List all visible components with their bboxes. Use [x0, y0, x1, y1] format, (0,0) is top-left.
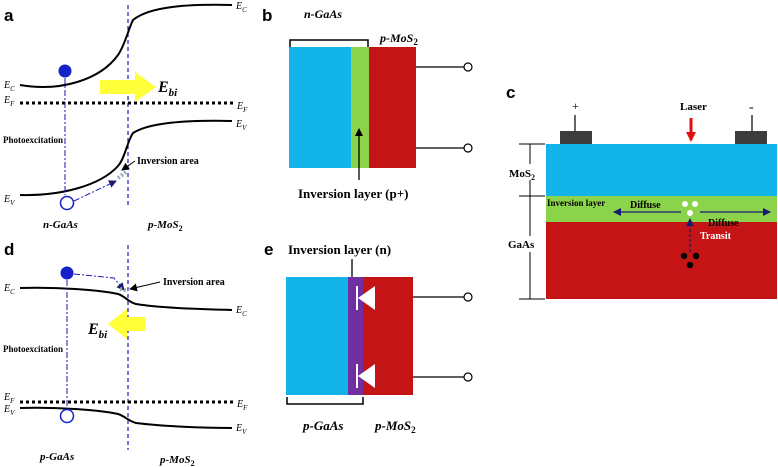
laser-label-c: Laser: [680, 101, 707, 113]
inversion-area-mark: [119, 287, 129, 293]
gaas-block-b: [289, 47, 351, 168]
electron-dot: [680, 252, 688, 260]
inversion-layer-label-c: Inversion layer: [547, 198, 605, 208]
ec-label-left-a: EC: [3, 80, 15, 93]
electrode-pad-right: [735, 131, 767, 144]
panel-a: a Ebi EC EF EV EC EF EV Photoexcitation …: [3, 1, 248, 233]
ev-label-left-a: EV: [3, 194, 15, 207]
conduction-band: [19, 3, 233, 88]
p-gaas-bracket-e: [286, 397, 364, 405]
diffuse-left-label: Diffuse: [630, 200, 661, 211]
right-material-d: p-MoS2: [159, 454, 195, 467]
hole-dot: [682, 201, 688, 207]
inversion-area-mark: [116, 170, 128, 180]
panel-b: b n-GaAs p-MoS2 Inversion layer (p+): [262, 6, 473, 201]
diffuse-right-label: Diffuse: [708, 218, 739, 229]
conduction-band: [19, 286, 233, 311]
arrow-right-icon: [100, 72, 156, 102]
left-material-a: n-GaAs: [43, 219, 78, 231]
p-gaas-label-e: p-GaAs: [302, 418, 343, 433]
plus-label-c: +: [572, 99, 579, 113]
ec-label-left-d: EC: [3, 283, 15, 296]
left-material-d: p-GaAs: [39, 451, 74, 463]
mos2-layer-c: [546, 144, 777, 196]
minus-label-c: -: [749, 100, 754, 115]
ec-label-right-a: EC: [235, 1, 247, 14]
inversion-area-label-a: Inversion area: [137, 156, 199, 167]
electrode-pad-left: [560, 131, 592, 144]
mos2-block-b: [369, 47, 416, 168]
inversion-area-pointer-d: [129, 281, 161, 292]
panel-b-letter: b: [262, 6, 272, 25]
panel-d: d Ebi EC EF EV EC EF EV Photoexcitation …: [3, 240, 248, 467]
p-mos2-label-e: p-MoS2: [374, 418, 416, 435]
hole-transfer-arrow: [73, 180, 117, 202]
valence-band: [19, 406, 233, 429]
inversion-layer-block-e: [348, 277, 363, 395]
hole-circle: [59, 195, 75, 211]
ev-label-left-d: EV: [3, 404, 15, 417]
n-gaas-label-b: n-GaAs: [304, 7, 342, 21]
arrow-left-icon: [108, 309, 145, 339]
electron-dot: [60, 266, 74, 280]
diode-triangle-icon: [358, 286, 375, 310]
electrode-circle-icon: [463, 372, 473, 382]
p-mos2-label-b: p-MoS2: [379, 31, 418, 47]
electron-dot: [692, 252, 700, 260]
electrode-circle-icon: [463, 62, 473, 72]
gaas-block-e: [286, 277, 348, 395]
electron-transfer-arrow: [73, 273, 125, 291]
hole-dot: [692, 201, 698, 207]
inversion-layer-label-b: Inversion layer (p+): [298, 186, 408, 201]
panel-c: c + - Laser MoS2 GaAs Inversion layer Di…: [506, 83, 777, 300]
photoexcitation-label-a: Photoexcitation: [3, 135, 63, 145]
ef-label-left-a: EF: [3, 95, 15, 108]
panel-e-letter: e: [264, 240, 273, 259]
mos2-label-c: MoS2: [509, 168, 535, 182]
ev-label-right-d: EV: [235, 423, 247, 436]
electrode-circle-icon: [463, 143, 473, 153]
inversion-layer-c: [546, 196, 777, 222]
inversion-layer-block-b: [351, 47, 369, 168]
ef-label-left-d: EF: [3, 392, 15, 405]
electrode-circle-icon: [463, 292, 473, 302]
panel-d-letter: d: [4, 240, 14, 259]
n-gaas-bracket-b: [289, 39, 369, 47]
ef-label-right-a: EF: [236, 101, 248, 114]
ec-label-right-d: EC: [235, 305, 247, 318]
photoexcitation-label-d: Photoexcitation: [3, 344, 63, 354]
inversion-area-pointer-a: [121, 160, 136, 171]
hole-circle: [59, 408, 75, 424]
panel-e: e Inversion layer (n) p-GaAs p-MoS2: [264, 240, 473, 435]
inversion-area-label-d: Inversion area: [163, 277, 225, 288]
diode-triangle-icon: [358, 364, 375, 388]
ev-label-right-a: EV: [235, 119, 247, 132]
right-material-a: p-MoS2: [147, 219, 183, 233]
panel-a-letter: a: [4, 6, 14, 25]
ef-label-right-d: EF: [236, 399, 248, 412]
hole-dot: [687, 210, 693, 216]
ebi-label-a: Ebi: [157, 79, 178, 99]
electron-dot: [686, 261, 694, 269]
transit-label: Transit: [700, 231, 732, 242]
panel-c-letter: c: [506, 83, 515, 102]
electron-dot: [58, 64, 72, 78]
gaas-layer-c: [546, 222, 777, 299]
valence-band: [19, 119, 233, 197]
inversion-layer-label-e: Inversion layer (n): [288, 242, 391, 257]
gaas-label-c: GaAs: [508, 239, 535, 251]
ebi-label-d: Ebi: [87, 321, 108, 341]
